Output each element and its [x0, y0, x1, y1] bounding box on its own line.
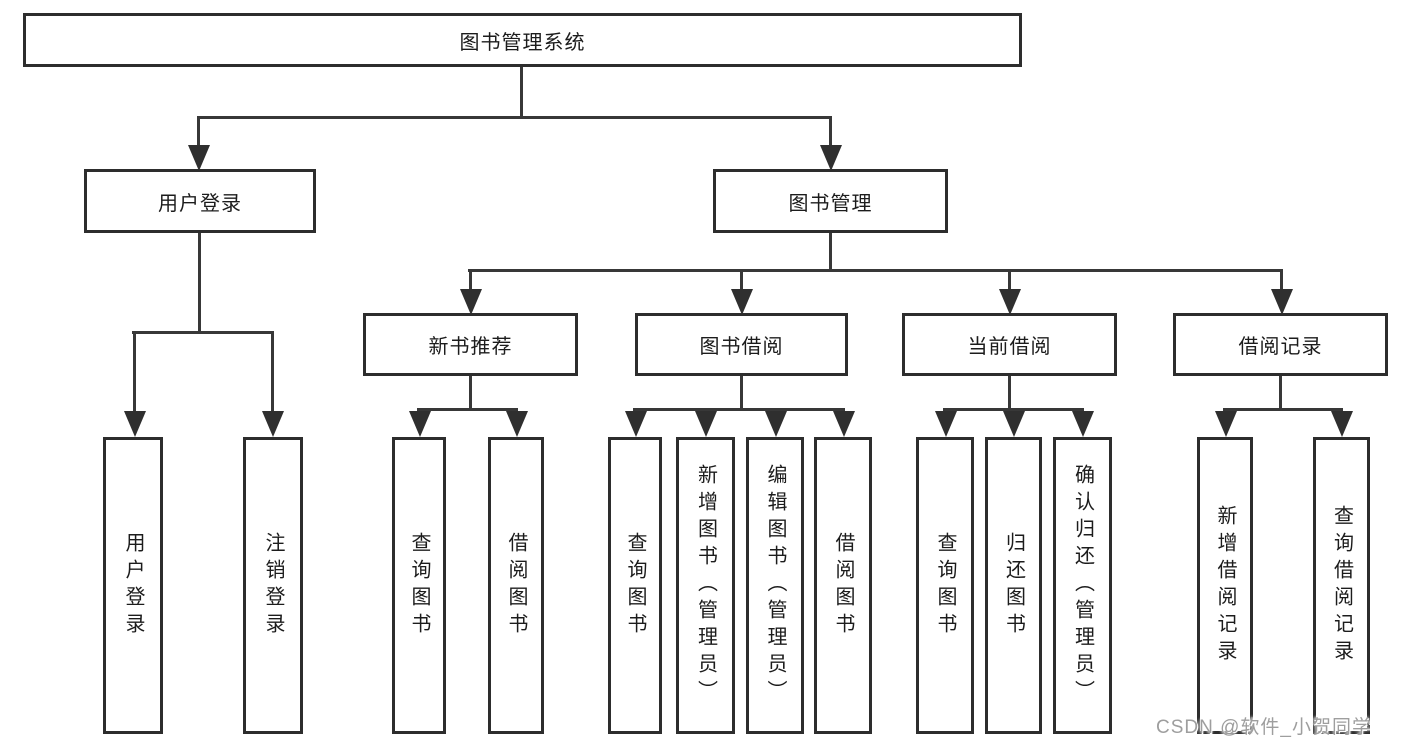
arrow-down-icon [1331, 411, 1353, 437]
book-borrow-node: 图书借阅 [635, 313, 848, 376]
arrow-down-icon [935, 411, 957, 437]
add-borrow-record-leaf-node: 新增借阅记录 [1197, 437, 1253, 734]
root-node: 图书管理系统 [23, 13, 1022, 67]
arrow-down-icon [820, 145, 842, 171]
arrow-down-icon [1271, 289, 1293, 315]
book-management-node: 图书管理 [713, 169, 948, 233]
user-login-node: 用户登录 [84, 169, 316, 233]
user-login-node-label: 用户登录 [158, 192, 242, 215]
logout-leaf-node: 注销登录 [243, 437, 303, 734]
borrow-books-leaf-node: 借阅图书 [814, 437, 872, 734]
query-books-leaf-node: 查询图书 [916, 437, 974, 734]
connector-drop-leaf [133, 331, 136, 416]
new-book-recommend-node: 新书推荐 [363, 313, 578, 376]
connector-book-management-bar [468, 269, 1283, 272]
connector-new-book-stem [469, 374, 472, 411]
book-management-node-label: 图书管理 [788, 192, 873, 215]
query-books-leaf-label: 查询图书 [624, 531, 646, 640]
arrow-down-icon [1003, 411, 1025, 437]
arrow-down-icon [1072, 411, 1094, 437]
connector-borrow-record-bar [1223, 408, 1343, 411]
query-books-leaf-label: 查询图书 [934, 531, 956, 640]
book-borrow-node-label: 图书借阅 [699, 336, 784, 358]
query-books-leaf-node: 查询图书 [392, 437, 446, 734]
add-book-admin-leaf-node: 新增图书（管理员） [676, 437, 735, 734]
connector-drop-book-management [829, 116, 832, 148]
connector-drop-level3 [1008, 269, 1011, 294]
borrow-books-leaf-node: 借阅图书 [488, 437, 544, 734]
connector-borrow-record-stem [1279, 374, 1282, 411]
arrow-down-icon [124, 411, 146, 437]
return-book-leaf-label: 归还图书 [1002, 531, 1025, 640]
connector-book-borrow-stem [740, 374, 743, 411]
arrow-down-icon [460, 289, 482, 315]
arrow-down-icon [409, 411, 431, 437]
connector-book-borrow-bar [633, 408, 845, 411]
confirm-return-admin-leaf-node: 确认归还（管理员） [1053, 437, 1112, 734]
arrow-down-icon [188, 145, 210, 171]
current-borrow-node: 当前借阅 [902, 313, 1117, 376]
edit-book-admin-leaf-node: 编辑图书（管理员） [746, 437, 804, 734]
connector-user-login-stem [198, 231, 201, 334]
current-borrow-node-label: 当前借阅 [967, 336, 1052, 358]
user-login-leaf-node: 用户登录 [103, 437, 163, 734]
connector-drop-level3 [740, 269, 743, 294]
watermark-text: CSDN @软件_小贺同学 [1156, 717, 1372, 738]
arrow-down-icon [765, 411, 787, 437]
borrow-books-leaf-label: 借阅图书 [505, 531, 527, 640]
confirm-return-admin-leaf-label: 确认归还（管理员） [1071, 464, 1094, 707]
query-books-leaf-node: 查询图书 [608, 437, 662, 734]
return-book-leaf-node: 归还图书 [985, 437, 1042, 734]
arrow-down-icon [833, 411, 855, 437]
borrow-record-node: 借阅记录 [1173, 313, 1388, 376]
query-books-leaf-label: 查询图书 [408, 531, 430, 640]
arrow-down-icon [1215, 411, 1237, 437]
root-node-label: 图书管理系统 [459, 31, 586, 54]
logout-leaf-label: 注销登录 [262, 531, 284, 640]
query-borrow-record-leaf-node: 查询借阅记录 [1313, 437, 1370, 734]
arrow-down-icon [262, 411, 284, 437]
query-borrow-record-leaf-label: 查询借阅记录 [1330, 504, 1353, 667]
connector-new-book-bar [417, 408, 518, 411]
user-login-leaf-label: 用户登录 [122, 531, 144, 640]
connector-book-management-stem [829, 231, 832, 272]
borrow-books-leaf-label: 借阅图书 [832, 531, 854, 640]
edit-book-admin-leaf-label: 编辑图书（管理员） [764, 464, 786, 707]
new-book-recommend-node-label: 新书推荐 [428, 336, 513, 358]
connector-drop-level3 [1280, 269, 1283, 294]
arrow-down-icon [731, 289, 753, 315]
borrow-record-node-label: 借阅记录 [1238, 336, 1323, 358]
connector-drop-level3 [469, 269, 472, 294]
add-book-admin-leaf-label: 新增图书（管理员） [694, 464, 717, 707]
connector-root-bar [197, 116, 832, 119]
connector-current-borrow-stem [1008, 374, 1011, 411]
arrow-down-icon [506, 411, 528, 437]
connector-user-login-bar [132, 331, 274, 334]
connector-root-stem [520, 65, 523, 119]
arrow-down-icon [625, 411, 647, 437]
arrow-down-icon [999, 289, 1021, 315]
add-borrow-record-leaf-label: 新增借阅记录 [1214, 504, 1236, 667]
connector-drop-user-login [197, 116, 200, 148]
connector-drop-leaf [271, 331, 274, 416]
arrow-down-icon [695, 411, 717, 437]
